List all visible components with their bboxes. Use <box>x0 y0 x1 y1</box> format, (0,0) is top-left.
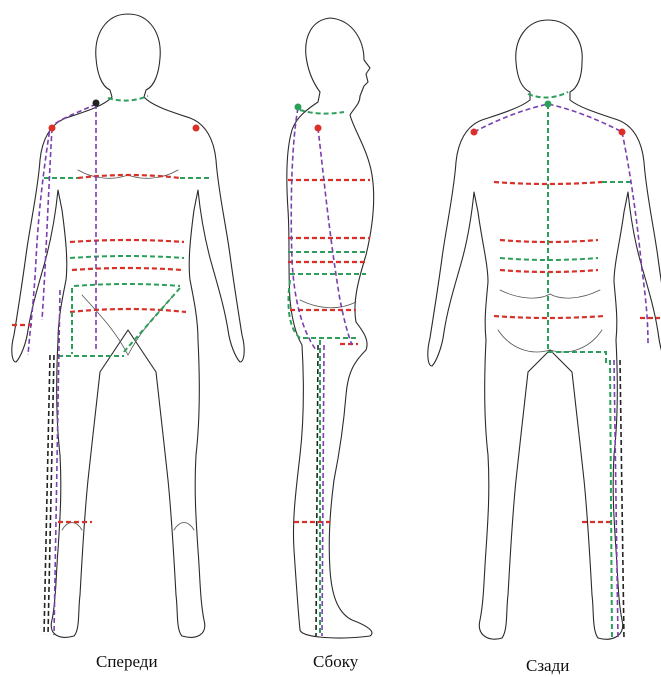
back-neck-point <box>545 101 552 108</box>
side-hip-line <box>300 300 356 308</box>
back-waist-detail <box>500 290 600 298</box>
front-shoulder-point-left <box>49 125 56 132</box>
front-knee-left <box>62 523 82 531</box>
side-leg-length-black <box>316 345 318 636</box>
back-center-length <box>548 104 606 366</box>
front-neck-point <box>93 100 100 107</box>
front-neck-line <box>108 96 148 101</box>
front-view-caption: Спереди <box>96 652 158 672</box>
front-waist-line <box>70 256 184 258</box>
front-leg-length-black <box>44 355 54 635</box>
side-view-caption: Сбоку <box>313 652 358 672</box>
side-front-length <box>291 108 316 350</box>
front-crotch-lines <box>58 288 180 356</box>
back-hip-upper-line <box>500 270 598 272</box>
side-arm-length <box>318 128 352 345</box>
side-figure <box>287 18 374 638</box>
back-shoulder-point-right <box>619 129 626 136</box>
back-leg-length-green <box>610 360 612 640</box>
back-body-outline <box>428 20 661 639</box>
back-view-caption: Сзади <box>526 656 569 676</box>
front-leg-length-outer <box>54 290 60 635</box>
front-underbust-line <box>70 240 184 242</box>
front-hip-upper-line <box>72 268 182 270</box>
back-shoulder-point-left <box>471 129 478 136</box>
front-knee-right <box>174 523 194 531</box>
back-brief-line <box>498 330 602 352</box>
front-arm-length <box>28 104 96 355</box>
front-arm-length-inner <box>42 128 52 320</box>
front-shoulder-point-right <box>193 125 200 132</box>
front-belt-line <box>74 284 180 286</box>
side-neck-point <box>295 104 302 111</box>
back-figure <box>428 20 661 640</box>
back-neck-line <box>528 92 568 98</box>
back-leg-length-black <box>620 360 624 640</box>
front-figure <box>12 14 244 637</box>
back-chest-line <box>494 182 602 184</box>
side-leg-length-purple <box>322 345 324 636</box>
side-body-outline <box>287 18 374 638</box>
side-shoulder-point <box>315 125 322 132</box>
front-hip-line <box>70 309 186 312</box>
